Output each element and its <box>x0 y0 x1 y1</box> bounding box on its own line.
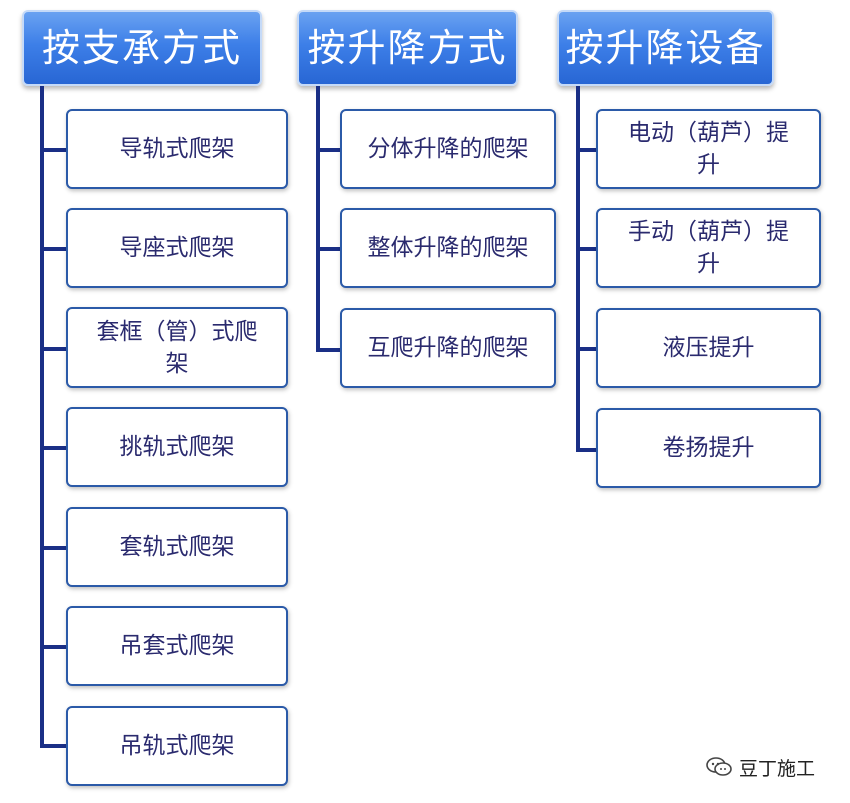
type-node: 导轨式爬架 <box>66 109 288 189</box>
connector-branch <box>40 546 68 550</box>
type-node: 挑轨式爬架 <box>66 407 288 487</box>
node-label: 电动（葫芦）提升 <box>628 120 789 178</box>
watermark-text: 豆丁施工 <box>739 757 816 780</box>
node-label: 手动（葫芦）提升 <box>628 219 789 277</box>
type-node: 卷扬提升 <box>596 408 821 488</box>
node-label: 套轨式爬架 <box>119 534 235 560</box>
type-node: 整体升降的爬架 <box>340 208 556 288</box>
watermark: 豆丁施工 <box>705 752 825 782</box>
node-label: 套框（管）式爬架 <box>96 318 258 377</box>
category-header: 按升降设备 <box>557 10 774 86</box>
connector-branch <box>40 148 68 152</box>
node-label: 液压提升 <box>662 335 755 361</box>
connector-trunk <box>40 86 44 748</box>
node-label: 吊套式爬架 <box>119 633 235 659</box>
type-node: 套轨式爬架 <box>66 507 288 587</box>
connector-branch <box>316 247 344 251</box>
connector-branch <box>40 247 68 251</box>
node-label: 整体升降的爬架 <box>367 235 529 261</box>
connector-trunk <box>576 86 580 452</box>
node-label: 分体升降的爬架 <box>367 136 529 162</box>
category-header: 按升降方式 <box>297 10 518 86</box>
connector-branch <box>576 448 600 452</box>
type-node: 液压提升 <box>596 308 821 388</box>
type-node: 导座式爬架 <box>66 208 288 288</box>
connector-branch <box>40 446 68 450</box>
type-node: 吊套式爬架 <box>66 606 288 686</box>
connector-branch <box>576 347 600 351</box>
connector-branch <box>40 347 68 351</box>
node-label: 卷扬提升 <box>662 435 755 461</box>
connector-branch <box>40 645 68 649</box>
node-label: 吊轨式爬架 <box>119 733 235 759</box>
category-header: 按支承方式 <box>22 10 262 86</box>
node-label: 导座式爬架 <box>119 235 235 261</box>
type-node: 吊轨式爬架 <box>66 706 288 786</box>
node-label: 导轨式爬架 <box>119 136 235 162</box>
type-node: 套框（管）式爬架 <box>66 307 288 388</box>
connector-trunk <box>316 86 320 352</box>
connector-branch <box>576 247 600 251</box>
connector-branch <box>40 744 68 748</box>
connector-branch <box>316 148 344 152</box>
type-node: 互爬升降的爬架 <box>340 308 556 388</box>
type-node: 手动（葫芦）提升 <box>596 208 821 288</box>
node-label: 挑轨式爬架 <box>119 434 235 460</box>
type-node: 分体升降的爬架 <box>340 109 556 189</box>
node-label: 互爬升降的爬架 <box>367 335 529 361</box>
wechat-icon <box>706 757 732 776</box>
connector-branch <box>316 348 344 352</box>
connector-branch <box>576 148 600 152</box>
type-node: 电动（葫芦）提升 <box>596 109 821 189</box>
